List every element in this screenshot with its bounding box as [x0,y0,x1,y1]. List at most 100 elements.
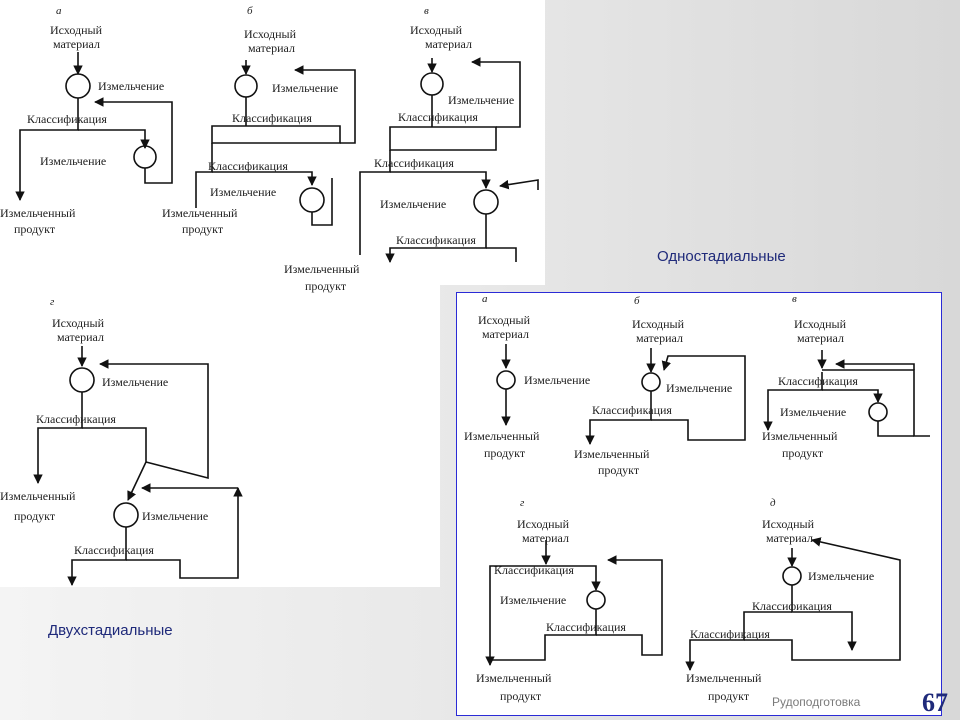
label-grinding: Измельчение [524,373,590,387]
label-classification: Классификация [374,156,454,170]
diagram-one-stage-v [763,350,930,437]
diagram-two-stage-g [33,346,243,586]
label-classification: Классификация [778,374,858,388]
label-grinding: Измельчение [142,509,208,523]
diagram-letter-g: г [520,497,525,509]
label-source: Исходный [517,517,570,531]
label-material: материал [636,331,683,345]
label-product: Измельченный [162,206,238,220]
label-product: Измельченный [284,262,360,276]
label-product: продукт [500,689,542,703]
label-material: материал [766,531,813,545]
mill-circle [113,502,139,528]
two-stage-diagrams-bottom-panel [0,285,440,587]
label-product: продукт [484,446,526,460]
label-classification: Классификация [398,110,478,124]
label-source: Исходный [410,23,463,37]
mill-circle [69,367,95,393]
label-grinding: Измельчение [448,93,514,107]
label-material: материал [522,531,569,545]
label-material: материал [57,330,104,344]
page-number: 67 [922,688,948,717]
label-product: Измельченный [0,206,76,220]
label-product: Измельченный [762,429,838,443]
label-grinding: Измельчение [500,593,566,607]
label-classification: Классификация [27,112,107,126]
label-material: материал [797,331,844,345]
label-classification: Классификация [232,111,312,125]
label-source: Исходный [762,517,815,531]
mill-circle [473,189,499,215]
diagram-one-stage-g [485,540,663,666]
diagram-letter-b: б [634,295,640,307]
label-grinding: Измельчение [808,569,874,583]
label-material: материал [53,37,100,51]
label-product: Измельченный [686,671,762,685]
label-product: продукт [14,222,56,236]
label-classification: Классификация [396,233,476,247]
label-product: Измельченный [0,489,76,503]
diagram-two-stage-a [15,52,173,201]
label-grinding: Измельчение [780,405,846,419]
label-classification: Классификация [690,627,770,641]
mill-circle [299,187,325,213]
mill-circle [641,372,661,392]
label-source: Исходный [50,23,103,37]
label-classification: Классификация [546,620,626,634]
diagram-letter-a: а [482,293,488,305]
label-product: Измельченный [476,671,552,685]
label-source: Исходный [244,27,297,41]
label-product: Измельченный [464,429,540,443]
diagram-letter-b: б [247,5,253,17]
one-stage-diagrams-panel [456,292,942,716]
label-grinding: Измельчение [272,81,338,95]
diagram-letter-v: в [792,293,797,305]
mill-circle [868,402,888,422]
footer-title: Рудоподготовка [772,695,861,709]
diagram-letter-g: г [50,296,55,308]
label-product: продукт [14,509,56,523]
label-classification: Классификация [36,412,116,426]
label-material: материал [425,37,472,51]
label-product: продукт [598,463,640,477]
diagram-two-stage-v [359,57,539,263]
diagram-one-stage-d [685,537,901,671]
label-material: материал [248,41,295,55]
label-source: Исходный [478,313,531,327]
label-grinding: Измельчение [102,375,168,389]
label-product: продукт [782,446,824,460]
label-classification: Классификация [208,159,288,173]
mill-circle [133,145,157,169]
label-material: материал [482,327,529,341]
label-grinding: Измельчение [98,79,164,93]
mill-circle [420,72,444,96]
label-grinding: Измельчение [40,154,106,168]
diagram-letter-v: в [424,5,429,17]
mill-circle [586,590,606,610]
mill-circle [496,370,516,390]
diagram-letter-d: д [770,497,776,509]
label-source: Исходный [632,317,685,331]
label-source: Исходный [794,317,847,331]
label-source: Исходный [52,316,105,330]
diagram-one-stage-a [496,344,516,426]
caption-one-stage: Одностадиальные [657,248,786,265]
diagram-letter-a: а [56,5,62,17]
label-grinding: Измельчение [210,185,276,199]
mill-circle [782,566,802,586]
caption-two-stage: Двухстадиальные [48,622,173,639]
label-product: продукт [708,689,750,703]
label-product: Измельченный [574,447,650,461]
mill-circle [234,74,258,98]
diagram-one-stage-b [585,348,746,445]
mill-circle [65,73,91,99]
label-grinding: Измельчение [666,381,732,395]
label-product: продукт [305,279,347,293]
label-grinding: Измельчение [380,197,446,211]
label-classification: Классификация [592,403,672,417]
label-classification: Классификация [752,599,832,613]
label-classification: Классификация [74,543,154,557]
diagram-two-stage-b [195,60,356,226]
label-product: продукт [182,222,224,236]
